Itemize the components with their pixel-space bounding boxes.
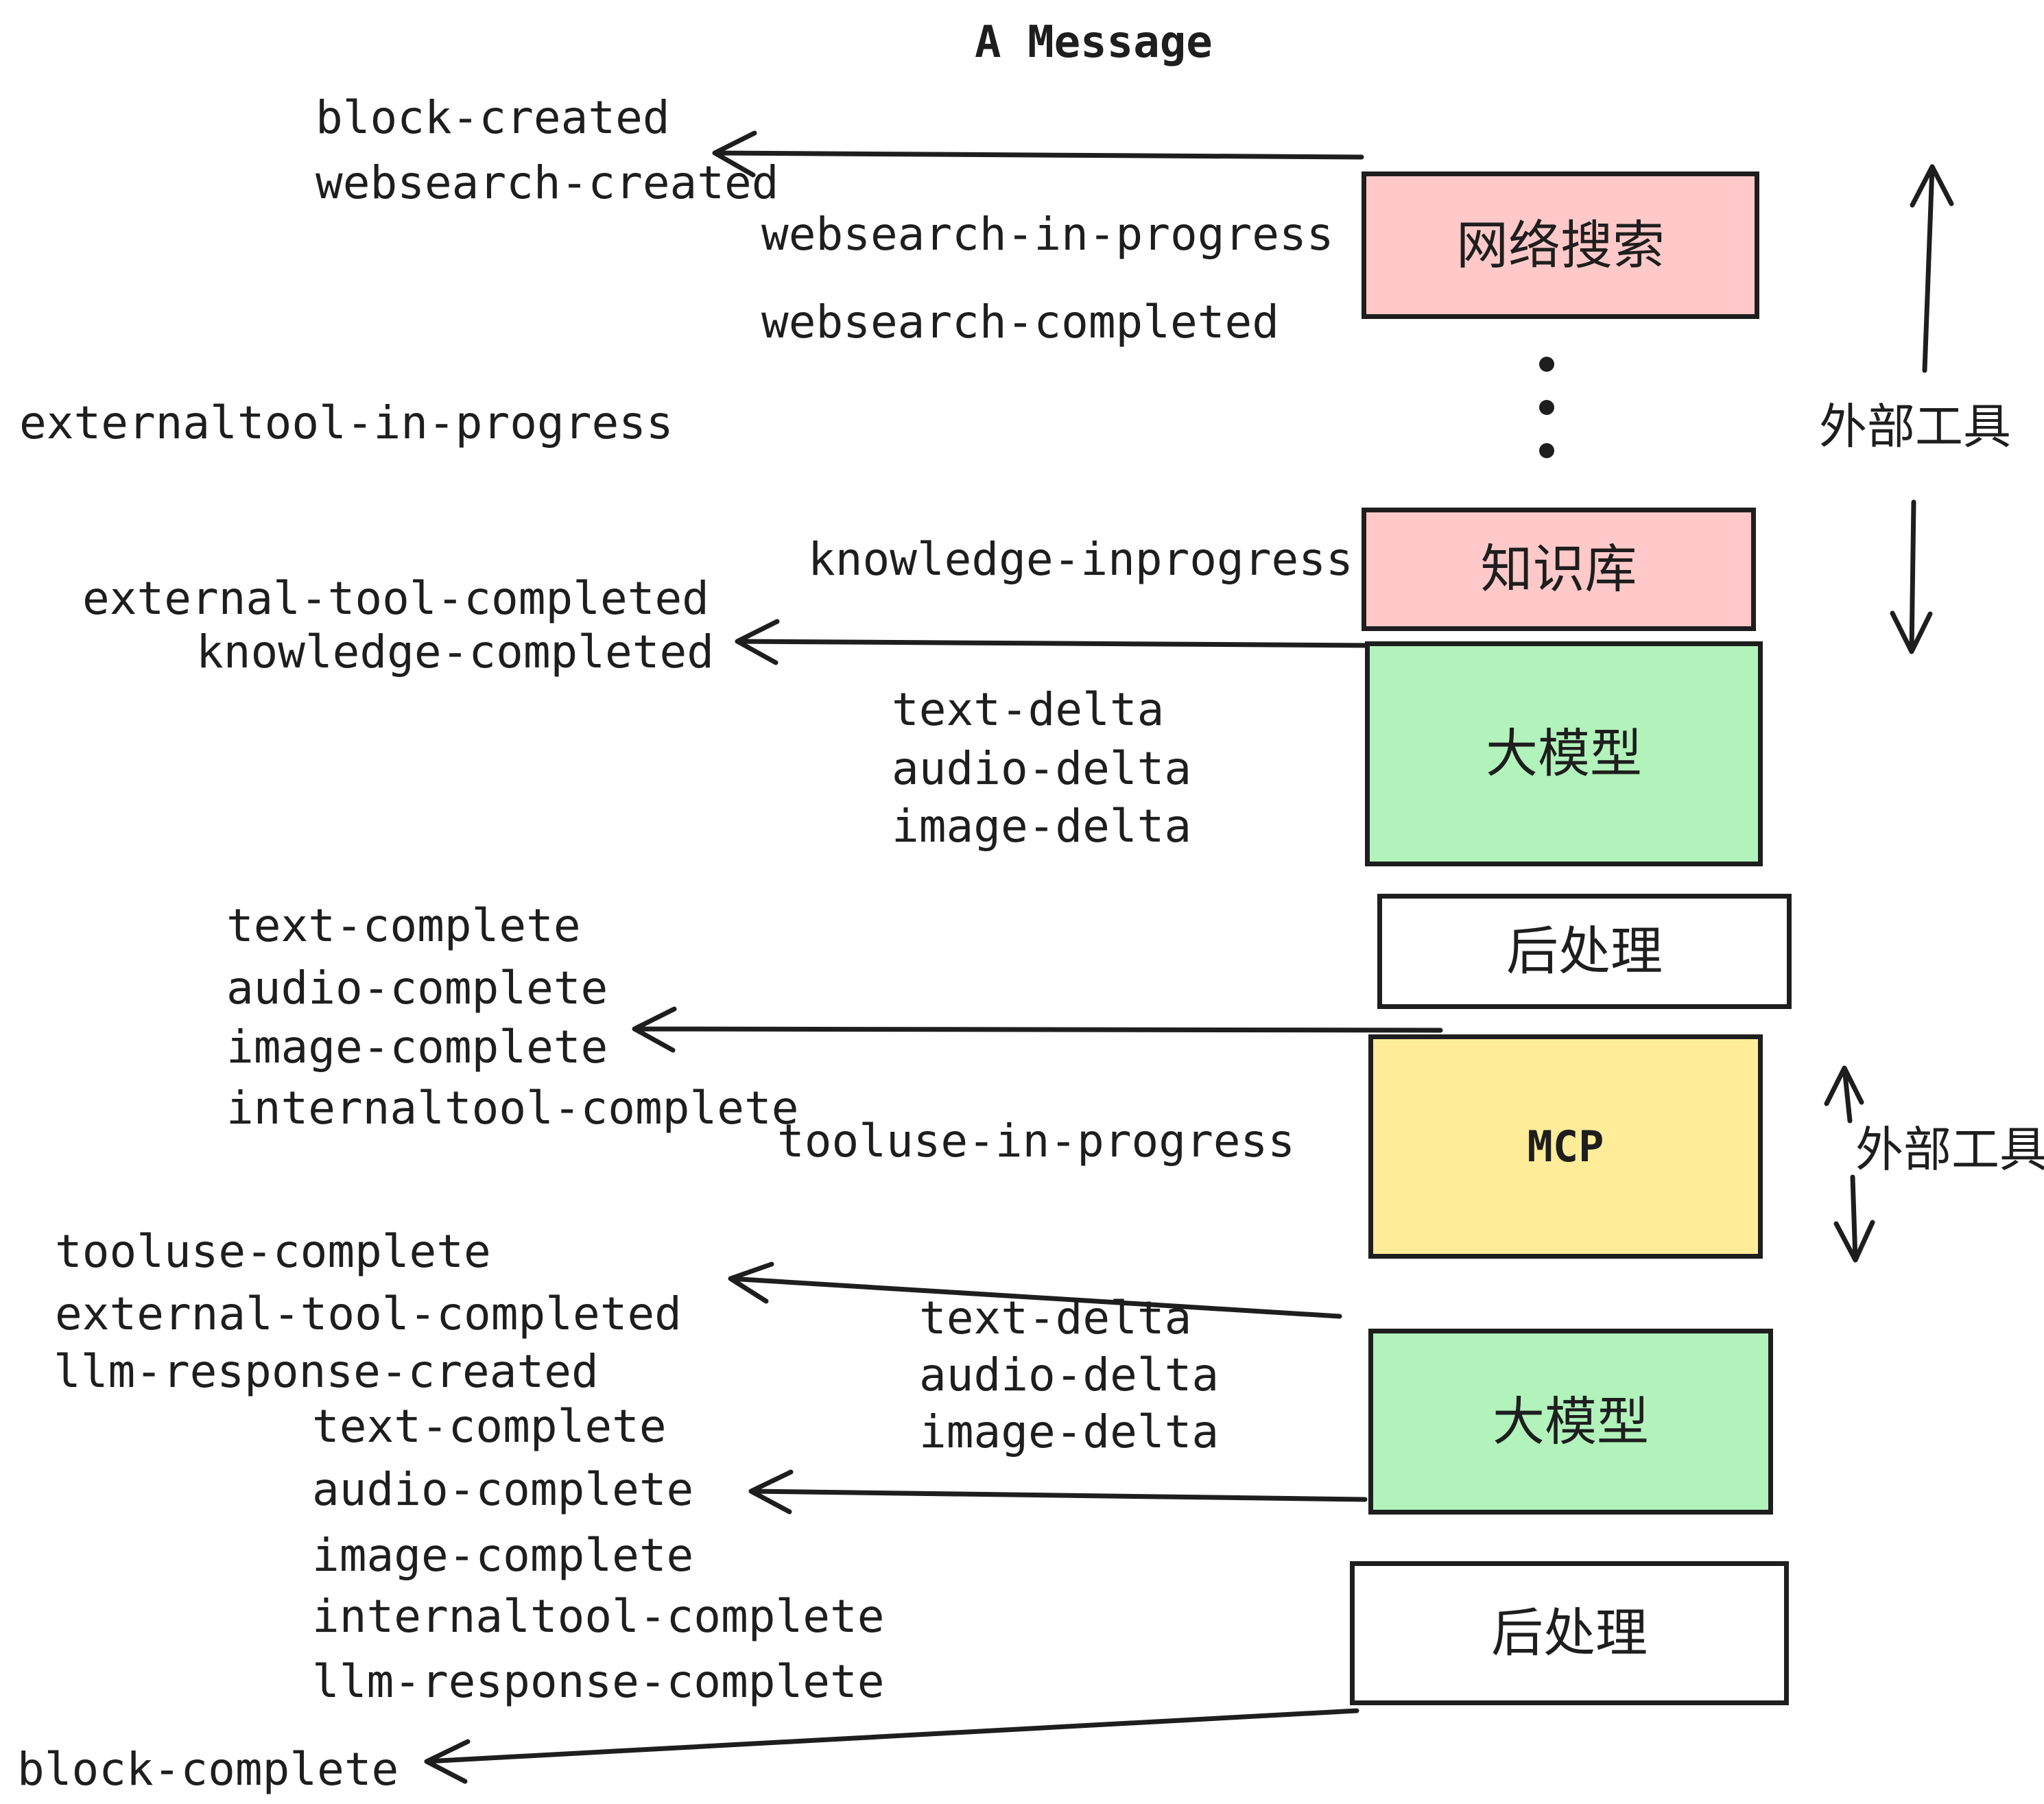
- ellipsis-dots: [1539, 357, 1554, 458]
- arrow-to-block-created: [712, 130, 1364, 178]
- external-tools-up-arrow-mid: [1824, 1065, 1864, 1124]
- event-knowledge-completed: knowledge-completed: [196, 626, 714, 678]
- external-tools-down-arrow-top: [1890, 499, 1933, 654]
- event-external-tool-completed-2: external-tool-completed: [55, 1287, 682, 1340]
- event-llm-response-complete: llm-response-complete: [312, 1655, 885, 1708]
- event-websearch-completed: websearch-completed: [761, 296, 1279, 348]
- event-text-delta-2: text-delta: [919, 1292, 1192, 1344]
- event-websearch-in-progress: websearch-in-progress: [761, 208, 1334, 261]
- event-block-complete: block-complete: [17, 1743, 399, 1796]
- event-text-complete: text-complete: [226, 899, 581, 952]
- box-web-search: 网络搜索: [1362, 171, 1759, 319]
- box-knowledge-base: 知识库: [1362, 508, 1756, 631]
- arrow-to-audio-complete: [748, 1469, 1368, 1515]
- box-mcp: MCP: [1368, 1034, 1763, 1259]
- diagram-title: A Message: [975, 17, 1213, 68]
- arrow-to-knowledge-completed: [735, 619, 1377, 665]
- event-tooluse-in-progress: tooluse-in-progress: [777, 1115, 1295, 1167]
- event-audio-complete: audio-complete: [226, 962, 608, 1014]
- box-llm-2-label: 大模型: [1493, 1390, 1649, 1452]
- box-post-process-2-label: 后处理: [1491, 1602, 1648, 1663]
- event-llm-response-created: llm-response-created: [54, 1345, 599, 1398]
- event-text-complete-2: text-complete: [312, 1400, 667, 1453]
- event-image-complete: image-complete: [226, 1021, 608, 1073]
- box-post-process-1-label: 后处理: [1506, 921, 1663, 982]
- event-image-delta: image-delta: [892, 800, 1192, 853]
- event-internaltool-complete-2: internaltool-complete: [312, 1590, 885, 1643]
- event-audio-complete-2: audio-complete: [312, 1463, 694, 1516]
- event-external-tool-completed: external-tool-completed: [82, 572, 709, 625]
- box-llm-1-label: 大模型: [1486, 723, 1642, 784]
- event-text-delta: text-delta: [892, 683, 1165, 736]
- box-llm-2: 大模型: [1368, 1329, 1773, 1515]
- event-image-delta-2: image-delta: [919, 1405, 1220, 1458]
- event-audio-delta: audio-delta: [892, 742, 1192, 795]
- event-tooluse-complete: tooluse-complete: [55, 1225, 491, 1278]
- external-tools-up-arrow-top: [1910, 164, 1954, 373]
- event-externaltool-in-progress: externaltool-in-progress: [19, 396, 674, 449]
- event-knowledge-inprogress: knowledge-inprogress: [808, 533, 1353, 586]
- external-tools-label-mid: 外部工具: [1855, 1121, 2044, 1178]
- box-post-process-1: 后处理: [1377, 894, 1792, 1009]
- arrow-to-tooluse-complete: [728, 1261, 1342, 1319]
- external-tools-label-top: 外部工具: [1819, 399, 2011, 455]
- arrow-to-block-complete: [424, 1708, 1359, 1784]
- box-llm-1: 大模型: [1365, 641, 1763, 866]
- event-audio-delta-2: audio-delta: [919, 1349, 1220, 1401]
- event-block-created: block-created: [316, 91, 670, 144]
- box-post-process-2: 后处理: [1350, 1561, 1789, 1705]
- event-websearch-created: websearch-created: [316, 156, 779, 209]
- box-knowledge-base-label: 知识库: [1480, 538, 1637, 600]
- event-image-complete-2: image-complete: [312, 1529, 694, 1582]
- event-internaltool-complete: internaltool-complete: [226, 1082, 799, 1135]
- box-mcp-label: MCP: [1527, 1121, 1604, 1172]
- box-web-search-label: 网络搜索: [1456, 214, 1665, 276]
- external-tools-down-arrow-mid: [1833, 1174, 1875, 1263]
- arrow-to-image-complete: [632, 1006, 1443, 1053]
